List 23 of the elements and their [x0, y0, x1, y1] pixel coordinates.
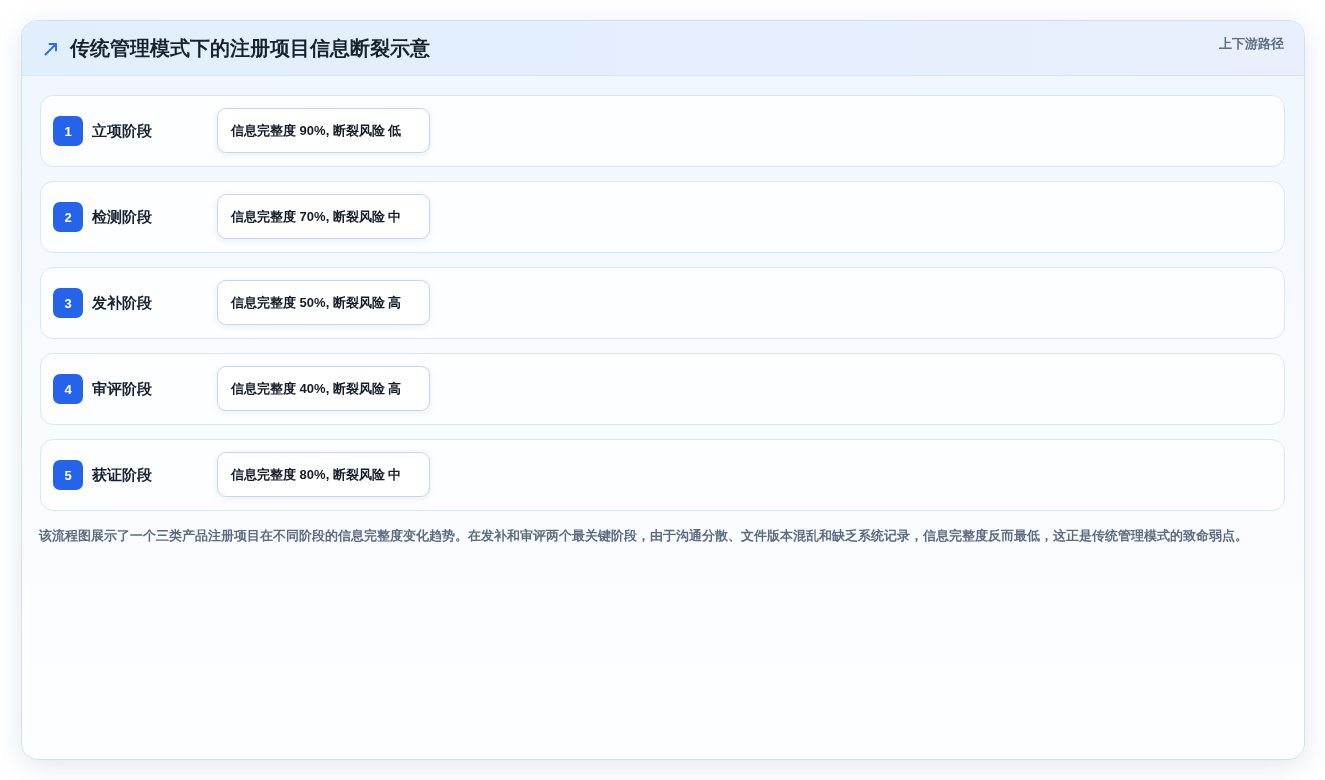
number-badge: 4: [53, 374, 83, 404]
number-badge: 3: [53, 288, 83, 318]
stage-row: [40, 95, 1285, 167]
info-pill: 信息完整度 70%, 断裂风险 中: [217, 194, 430, 239]
stage-row: [40, 353, 1285, 425]
number-badge: 2: [53, 202, 83, 232]
number-badge: 5: [53, 460, 83, 490]
stage-row: [40, 267, 1285, 339]
stage-name: 立项阶段: [92, 122, 152, 141]
stage-name: 检测阶段: [92, 208, 152, 227]
stage-name: 获证阶段: [92, 466, 152, 485]
info-pill: 信息完整度 80%, 断裂风险 中: [217, 452, 430, 497]
header-note: 上下游路径: [1219, 35, 1284, 53]
stage-name: 审评阶段: [92, 380, 152, 399]
caption: 该流程图展示了一个三类产品注册项目在不同阶段的信息完整度变化趋势。在发补和审评两个最关键阶段，由于沟通分散、文件版本混乱和缺乏系统记录，信息完整度反而最低，这正是传统管理模式的致命弱点。: [39, 527, 1249, 545]
title: 传统管理模式下的注册项目信息断裂示意: [70, 36, 430, 61]
info-pill: 信息完整度 50%, 断裂风险 高: [217, 280, 430, 325]
info-pill: 信息完整度 90%, 断裂风险 低: [217, 108, 430, 153]
stage-row: [40, 439, 1285, 511]
number-badge: 1: [53, 116, 83, 146]
info-pill: 信息完整度 40%, 断裂风险 高: [217, 366, 430, 411]
stage-row: [40, 181, 1285, 253]
stage-name: 发补阶段: [92, 294, 152, 313]
